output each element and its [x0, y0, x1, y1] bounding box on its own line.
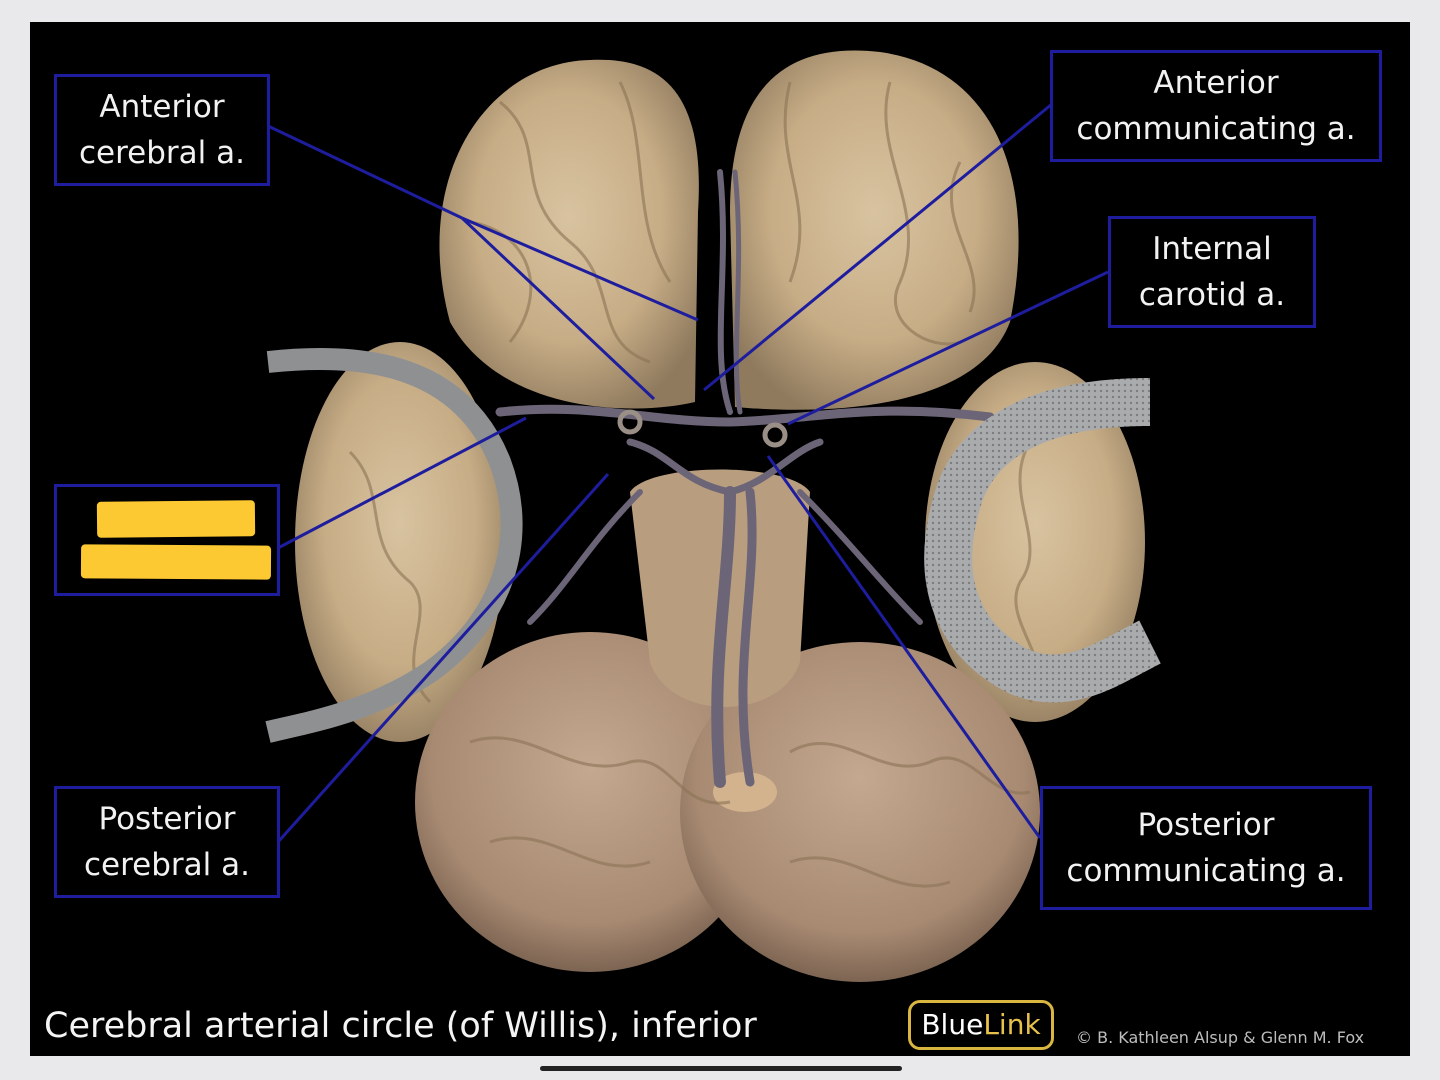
left-cerebellum: [415, 632, 765, 972]
label-text: carotid a.: [1138, 277, 1286, 313]
slide-caption: Cerebral arterial circle (of Willis), in…: [44, 1006, 757, 1046]
home-indicator-bar[interactable]: [540, 1066, 902, 1071]
redaction-bar-top: [96, 500, 256, 538]
label-text: cerebral a.: [84, 847, 250, 883]
brain-specimen-photo: [265, 50, 1161, 982]
label-anterior-communicating: Anterior communicating a.: [1050, 50, 1382, 162]
leader-lines: [267, 102, 1109, 844]
label-text: Internal: [1152, 231, 1272, 267]
label-text: cerebral a.: [79, 135, 245, 171]
gyri-lines: [348, 81, 1040, 888]
logo-text-blue: Blue: [921, 1008, 984, 1041]
right-frontal-lobe: [730, 50, 1019, 410]
copyright-notice: © B. Kathleen Alsup & Glenn M. Fox: [1076, 1028, 1365, 1047]
label-text: Anterior: [99, 89, 225, 125]
right-cerebellum: [680, 642, 1040, 982]
right-retractor-strap: [924, 378, 1161, 703]
label-text: communicating a.: [1066, 853, 1346, 889]
label-redacted-box: [54, 484, 280, 596]
label-anterior-cerebral: Anterior cerebral a.: [54, 74, 270, 186]
label-posterior-communicating: Posterior communicating a.: [1040, 786, 1372, 910]
left-retractor-strap: [265, 347, 523, 743]
right-internal-carotid-stump: [762, 422, 788, 448]
label-internal-carotid: Internal carotid a.: [1108, 216, 1316, 328]
left-internal-carotid-stump: [617, 409, 643, 435]
slide: Anterior cerebral a. Anterior communicat…: [30, 22, 1410, 1056]
label-text: Posterior: [1137, 807, 1275, 843]
left-frontal-lobe: [439, 59, 699, 409]
label-text: Anterior: [1153, 65, 1279, 101]
label-text: communicating a.: [1076, 111, 1356, 147]
label-text: Posterior: [98, 801, 236, 837]
bluelink-logo: BlueLink: [908, 1000, 1054, 1050]
arteries: [495, 169, 995, 788]
logo-text-link: Link: [983, 1008, 1041, 1041]
label-posterior-cerebral: Posterior cerebral a.: [54, 786, 280, 898]
redaction-bar-bottom: [80, 544, 272, 580]
